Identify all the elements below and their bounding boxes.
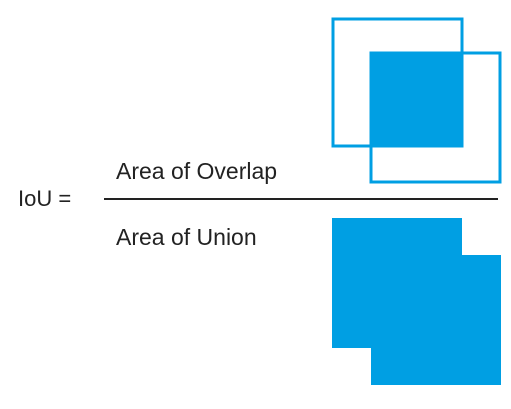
union-box-b: [371, 255, 501, 385]
overlap-squares-icon: [331, 17, 502, 184]
denominator-label: Area of Union: [116, 224, 257, 250]
iou-label: IoU =: [18, 186, 72, 211]
box-b-outline: [369, 51, 502, 184]
overlap-region: [371, 53, 462, 146]
numerator-label: Area of Overlap: [116, 158, 278, 184]
box-a-outline: [331, 17, 464, 148]
union-squares-icon: [332, 218, 501, 385]
